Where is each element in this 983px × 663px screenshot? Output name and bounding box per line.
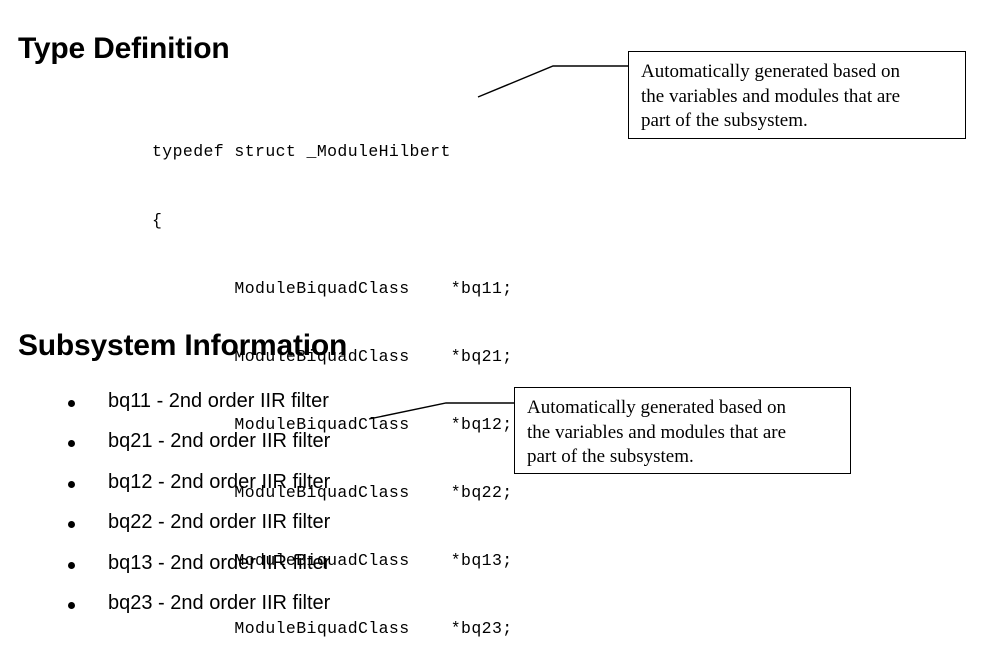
list-item-label: bq21 - 2nd order IIR filter (108, 430, 331, 453)
code-line: ModuleBiquadClass *bq21; (152, 346, 513, 366)
page-title-subsystem-information: Subsystem Information (18, 329, 348, 362)
code-line: ModuleBiquadClass *bq23; (152, 619, 513, 639)
code-line: typedef struct _ModuleHilbert (152, 142, 451, 162)
list-item-label: bq11 - 2nd order IIR filter (108, 390, 329, 412)
callout-line: the variables and modules that are (641, 85, 901, 107)
list-item-label: bq22 - 2nd order IIR filter (108, 511, 331, 534)
list-item: bq22 - 2nd order IIR filter (60, 509, 480, 549)
list-item: bq23 - 2nd order IIR filter (60, 590, 480, 630)
list-item: bq13 - 2nd order IIR filter (60, 550, 480, 590)
callout-line: part of the subsystem. (641, 110, 808, 131)
code-line: ModuleBiquadClass *bq11; (152, 278, 513, 298)
list-item-label: bq23 - 2nd order IIR filter (108, 591, 331, 614)
list-item: bq12 - 2nd order IIR filter (60, 469, 480, 509)
callout-line: Automatically generated based on (527, 397, 787, 418)
code-block-type-definition: typedef struct _ModuleHilbert { ModuleBi… (152, 96, 513, 663)
bullet-dot-icon (68, 480, 75, 488)
leader-line-callout-1 (477, 65, 628, 98)
list-item: bq21 - 2nd order IIR filter (60, 428, 480, 468)
bullet-dot-icon (68, 601, 75, 609)
callout-line: Automatically generated based on (641, 61, 901, 82)
code-line: ModuleBiquadClass *bq13; (152, 550, 513, 570)
callout-line: part of the subsystem. (527, 446, 694, 467)
callout-annotation-2: Automatically generated based on the var… (514, 387, 851, 474)
list-item-label: bq12 - 2nd order IIR filter (108, 470, 331, 493)
page-title-type-definition: Type Definition (18, 32, 230, 65)
callout-annotation-1: Automatically generated based on the var… (628, 51, 966, 139)
code-line: { (152, 210, 163, 230)
bullet-dot-icon (68, 400, 75, 407)
list-item: bq11 - 2nd order IIR filter (60, 388, 480, 428)
bullet-dot-icon (68, 440, 75, 448)
bullet-dot-icon (68, 521, 75, 529)
callout-line: the variables and modules that are (527, 421, 787, 443)
subsystem-bullet-list: bq11 - 2nd order IIR filter bq21 - 2nd o… (60, 388, 480, 630)
code-line: ModuleBiquadClass *bq22; (152, 482, 513, 502)
list-item-label: bq13 - 2nd order IIR filter (108, 551, 331, 574)
bullet-dot-icon (68, 561, 75, 569)
